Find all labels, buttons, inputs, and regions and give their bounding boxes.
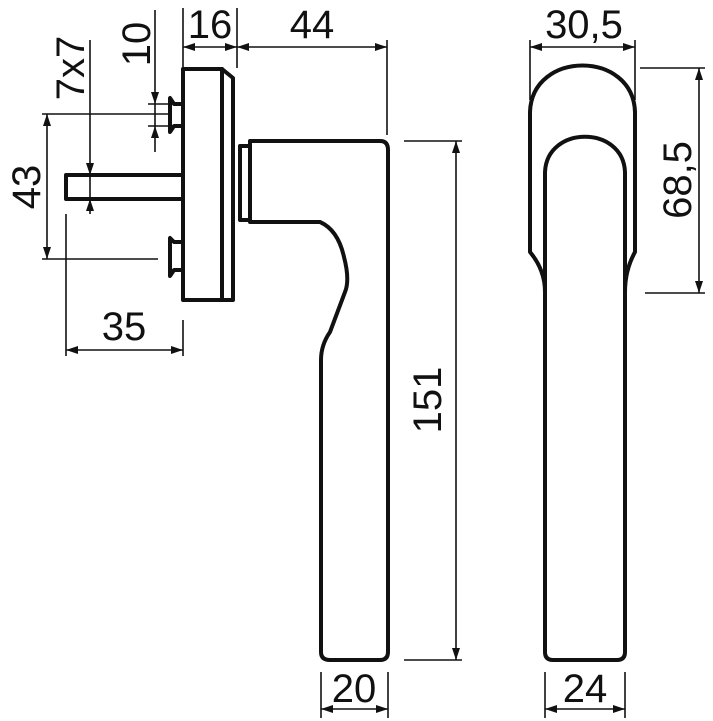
dim-label-7x7: 7x7: [49, 36, 93, 101]
side-view: [64, 67, 390, 662]
dimension-labels: 16 44 10 7x7 43 35 151 20 30,5 68,5 24: [5, 3, 700, 711]
spindle: [64, 173, 185, 201]
dimension-lines: [42, 8, 705, 718]
lower-screw: [168, 236, 185, 278]
lever-front-inner: [543, 134, 627, 292]
dim-label-35: 35: [102, 305, 147, 349]
dim-label-151: 151: [406, 367, 450, 434]
rose-plate: [181, 67, 235, 302]
upper-screw: [168, 96, 185, 134]
dim-label-20: 20: [332, 667, 377, 711]
dim-label-68-5: 68,5: [656, 141, 700, 219]
dim-label-16: 16: [188, 3, 233, 47]
dim-label-43: 43: [5, 165, 49, 210]
dim-label-30-5: 30,5: [545, 3, 623, 47]
front-view: [528, 63, 637, 662]
dim-label-44: 44: [290, 3, 335, 47]
lever-side-profile: [248, 139, 390, 662]
dim-label-24: 24: [563, 667, 608, 711]
dim-label-10: 10: [115, 22, 159, 67]
